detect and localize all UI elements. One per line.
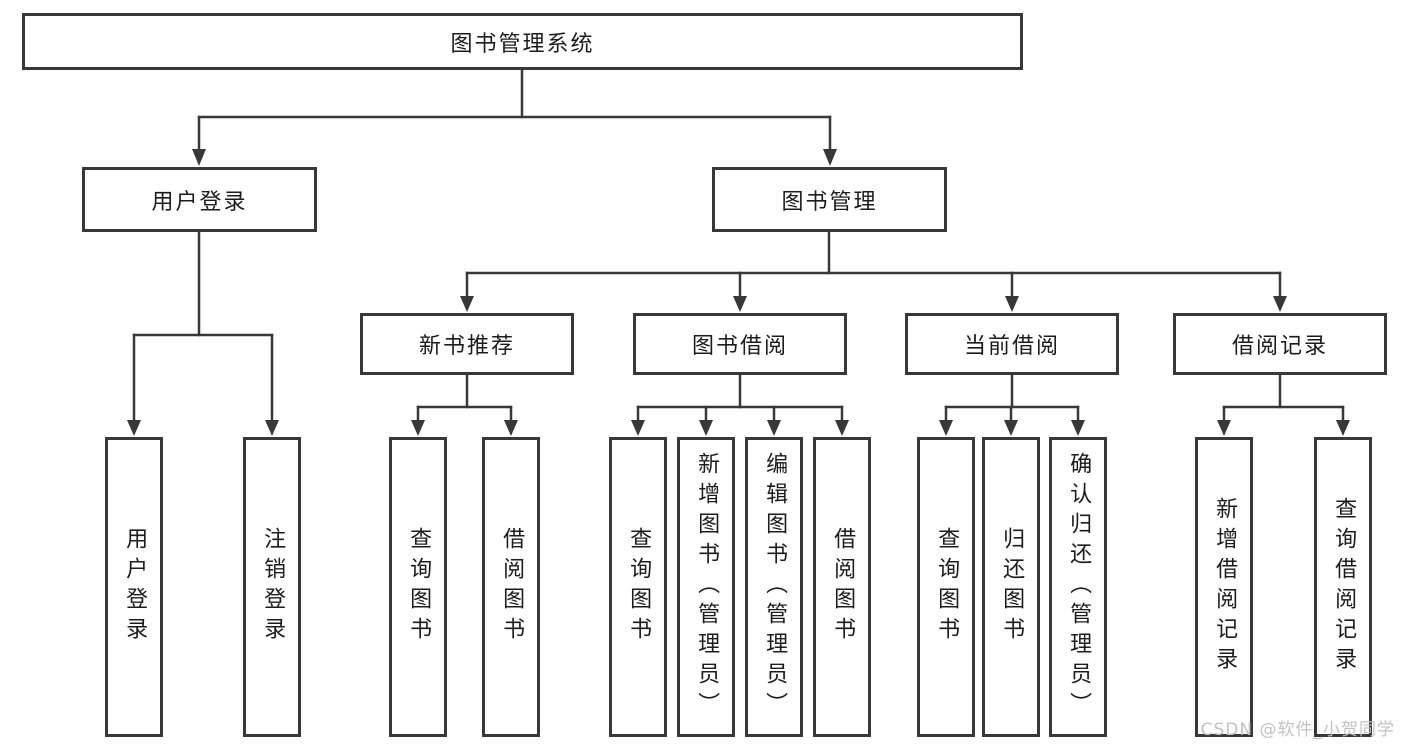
node-user-login-label: 用户登录 (151, 189, 248, 215)
leaf-query-books-recommend-label: 查询图书 (406, 527, 432, 647)
leaf-query-books-current-label: 查询图书 (934, 527, 960, 647)
leaf-query-books-borrow: 查询图书 (609, 437, 667, 737)
leaf-borrow-books-recommend: 借阅图书 (482, 437, 540, 737)
leaf-edit-books-admin: 编辑图书（管理员） (745, 437, 803, 737)
leaf-return-books-label: 归还图书 (999, 527, 1025, 647)
node-root-label: 图书管理系统 (450, 31, 595, 57)
leaf-query-books-recommend: 查询图书 (389, 437, 447, 737)
leaf-borrow-books-recommend-label: 借阅图书 (499, 527, 525, 647)
node-book-management-label: 图书管理 (781, 189, 878, 215)
arrowhead-icons (127, 149, 1350, 436)
node-current-borrow-label: 当前借阅 (963, 334, 1060, 359)
leaf-query-books-current: 查询图书 (917, 437, 975, 737)
leaf-add-borrow-record: 新增借阅记录 (1195, 437, 1253, 737)
leaf-borrow-books-label: 借阅图书 (830, 527, 856, 647)
leaf-query-books-borrow-label: 查询图书 (626, 527, 652, 647)
leaf-logout-label: 注销登录 (260, 527, 286, 647)
leaf-add-books-admin-label: 新增图书（管理员） (694, 452, 720, 722)
leaf-edit-books-admin-label: 编辑图书（管理员） (762, 452, 788, 722)
leaf-add-borrow-record-label: 新增借阅记录 (1212, 497, 1238, 677)
node-borrow-records-label: 借阅记录 (1231, 334, 1328, 359)
node-book-management: 图书管理 (712, 167, 947, 232)
node-user-login: 用户登录 (82, 167, 317, 232)
leaf-add-books-admin: 新增图书（管理员） (677, 437, 735, 737)
node-book-borrow-label: 图书借阅 (691, 334, 788, 359)
node-root-system: 图书管理系统 (22, 13, 1023, 70)
node-borrow-records: 借阅记录 (1173, 313, 1387, 375)
node-new-book-recommend-label: 新书推荐 (418, 334, 515, 359)
csdn-watermark: CSDN @软件_小贺同学 (1200, 720, 1395, 740)
leaf-logout: 注销登录 (243, 437, 301, 737)
node-book-borrow: 图书借阅 (633, 313, 847, 375)
leaf-confirm-return-admin-label: 确认归还（管理员） (1066, 452, 1092, 722)
node-new-book-recommend: 新书推荐 (360, 313, 574, 375)
leaf-user-login: 用户登录 (105, 437, 163, 737)
leaf-query-borrow-record-label: 查询借阅记录 (1331, 497, 1357, 677)
leaf-borrow-books: 借阅图书 (813, 437, 871, 737)
leaf-return-books: 归还图书 (982, 437, 1040, 737)
leaf-user-login-label: 用户登录 (122, 527, 148, 647)
leaf-query-borrow-record: 查询借阅记录 (1314, 437, 1372, 737)
node-current-borrow: 当前借阅 (905, 313, 1119, 375)
leaf-confirm-return-admin: 确认归还（管理员） (1049, 437, 1107, 737)
